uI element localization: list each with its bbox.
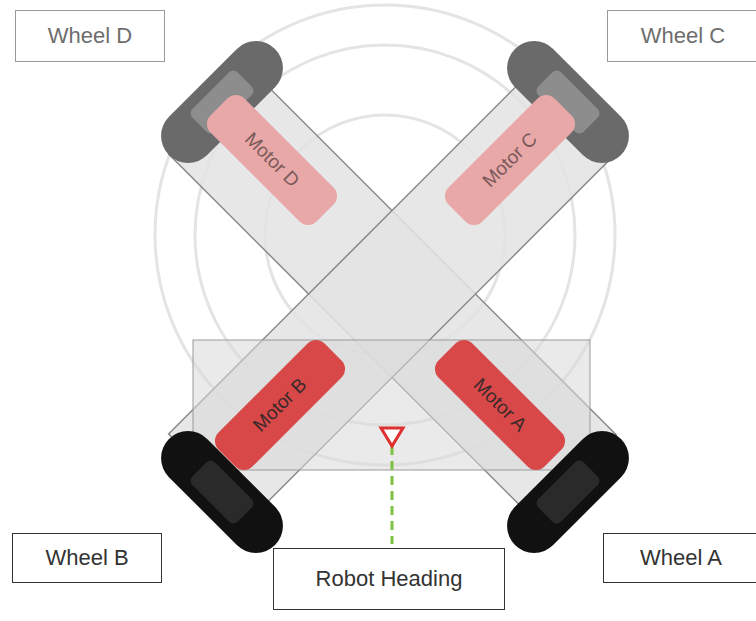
wheel-label: Wheel C (607, 10, 756, 62)
wheel-label: Wheel B (12, 533, 162, 583)
node-text: Robot Heading (316, 566, 463, 592)
heading-label: Robot Heading (273, 548, 505, 610)
node-text: Wheel C (641, 23, 725, 49)
node-text: Wheel D (48, 23, 132, 49)
heading-marker (381, 428, 403, 544)
wheel-label: Wheel A (603, 533, 756, 583)
wheel-label: Wheel D (15, 10, 165, 62)
node-text: Wheel B (45, 545, 128, 571)
node-text: Wheel A (640, 545, 722, 571)
